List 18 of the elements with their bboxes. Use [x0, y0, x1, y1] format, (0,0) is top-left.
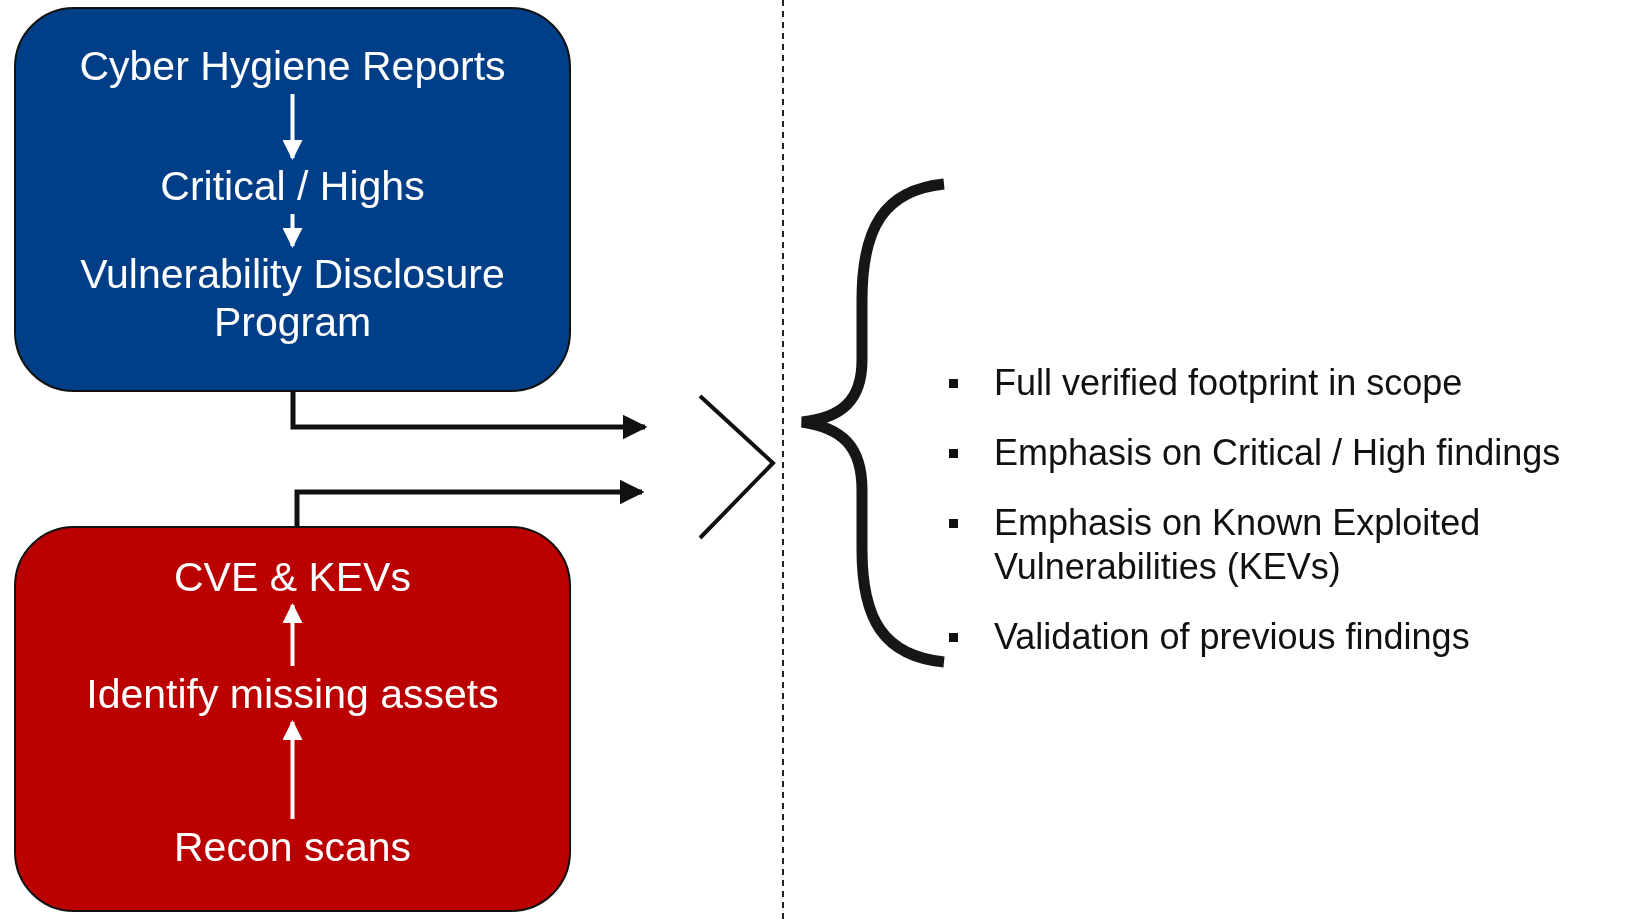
arrow: [294, 479, 645, 526]
step-text: Recon scans: [34, 823, 551, 871]
process-box: [14, 526, 571, 912]
step-text: Cyber Hygiene Reports: [34, 42, 551, 90]
step-text: CVE & KEVs: [34, 553, 551, 601]
bullet-text: Full verified footprint in scope: [994, 361, 1464, 405]
step-text: Critical / Highs: [34, 162, 551, 210]
arrow: [282, 603, 303, 666]
arrow: [282, 214, 303, 248]
process-box: [14, 7, 571, 392]
arrow: [282, 720, 303, 819]
bullet-text: Emphasis on Known Exploited Vulnerabilities (KEVs): [994, 501, 1482, 589]
bullet-text: Emphasis on Critical / High findings: [994, 431, 1562, 475]
bullet-text: Validation of previous findings: [994, 615, 1471, 659]
arrow: [290, 392, 648, 440]
step-text: Vulnerability Disclosure Program: [44, 250, 541, 346]
arrow: [282, 94, 303, 160]
step-text: Identify missing assets: [34, 670, 551, 718]
